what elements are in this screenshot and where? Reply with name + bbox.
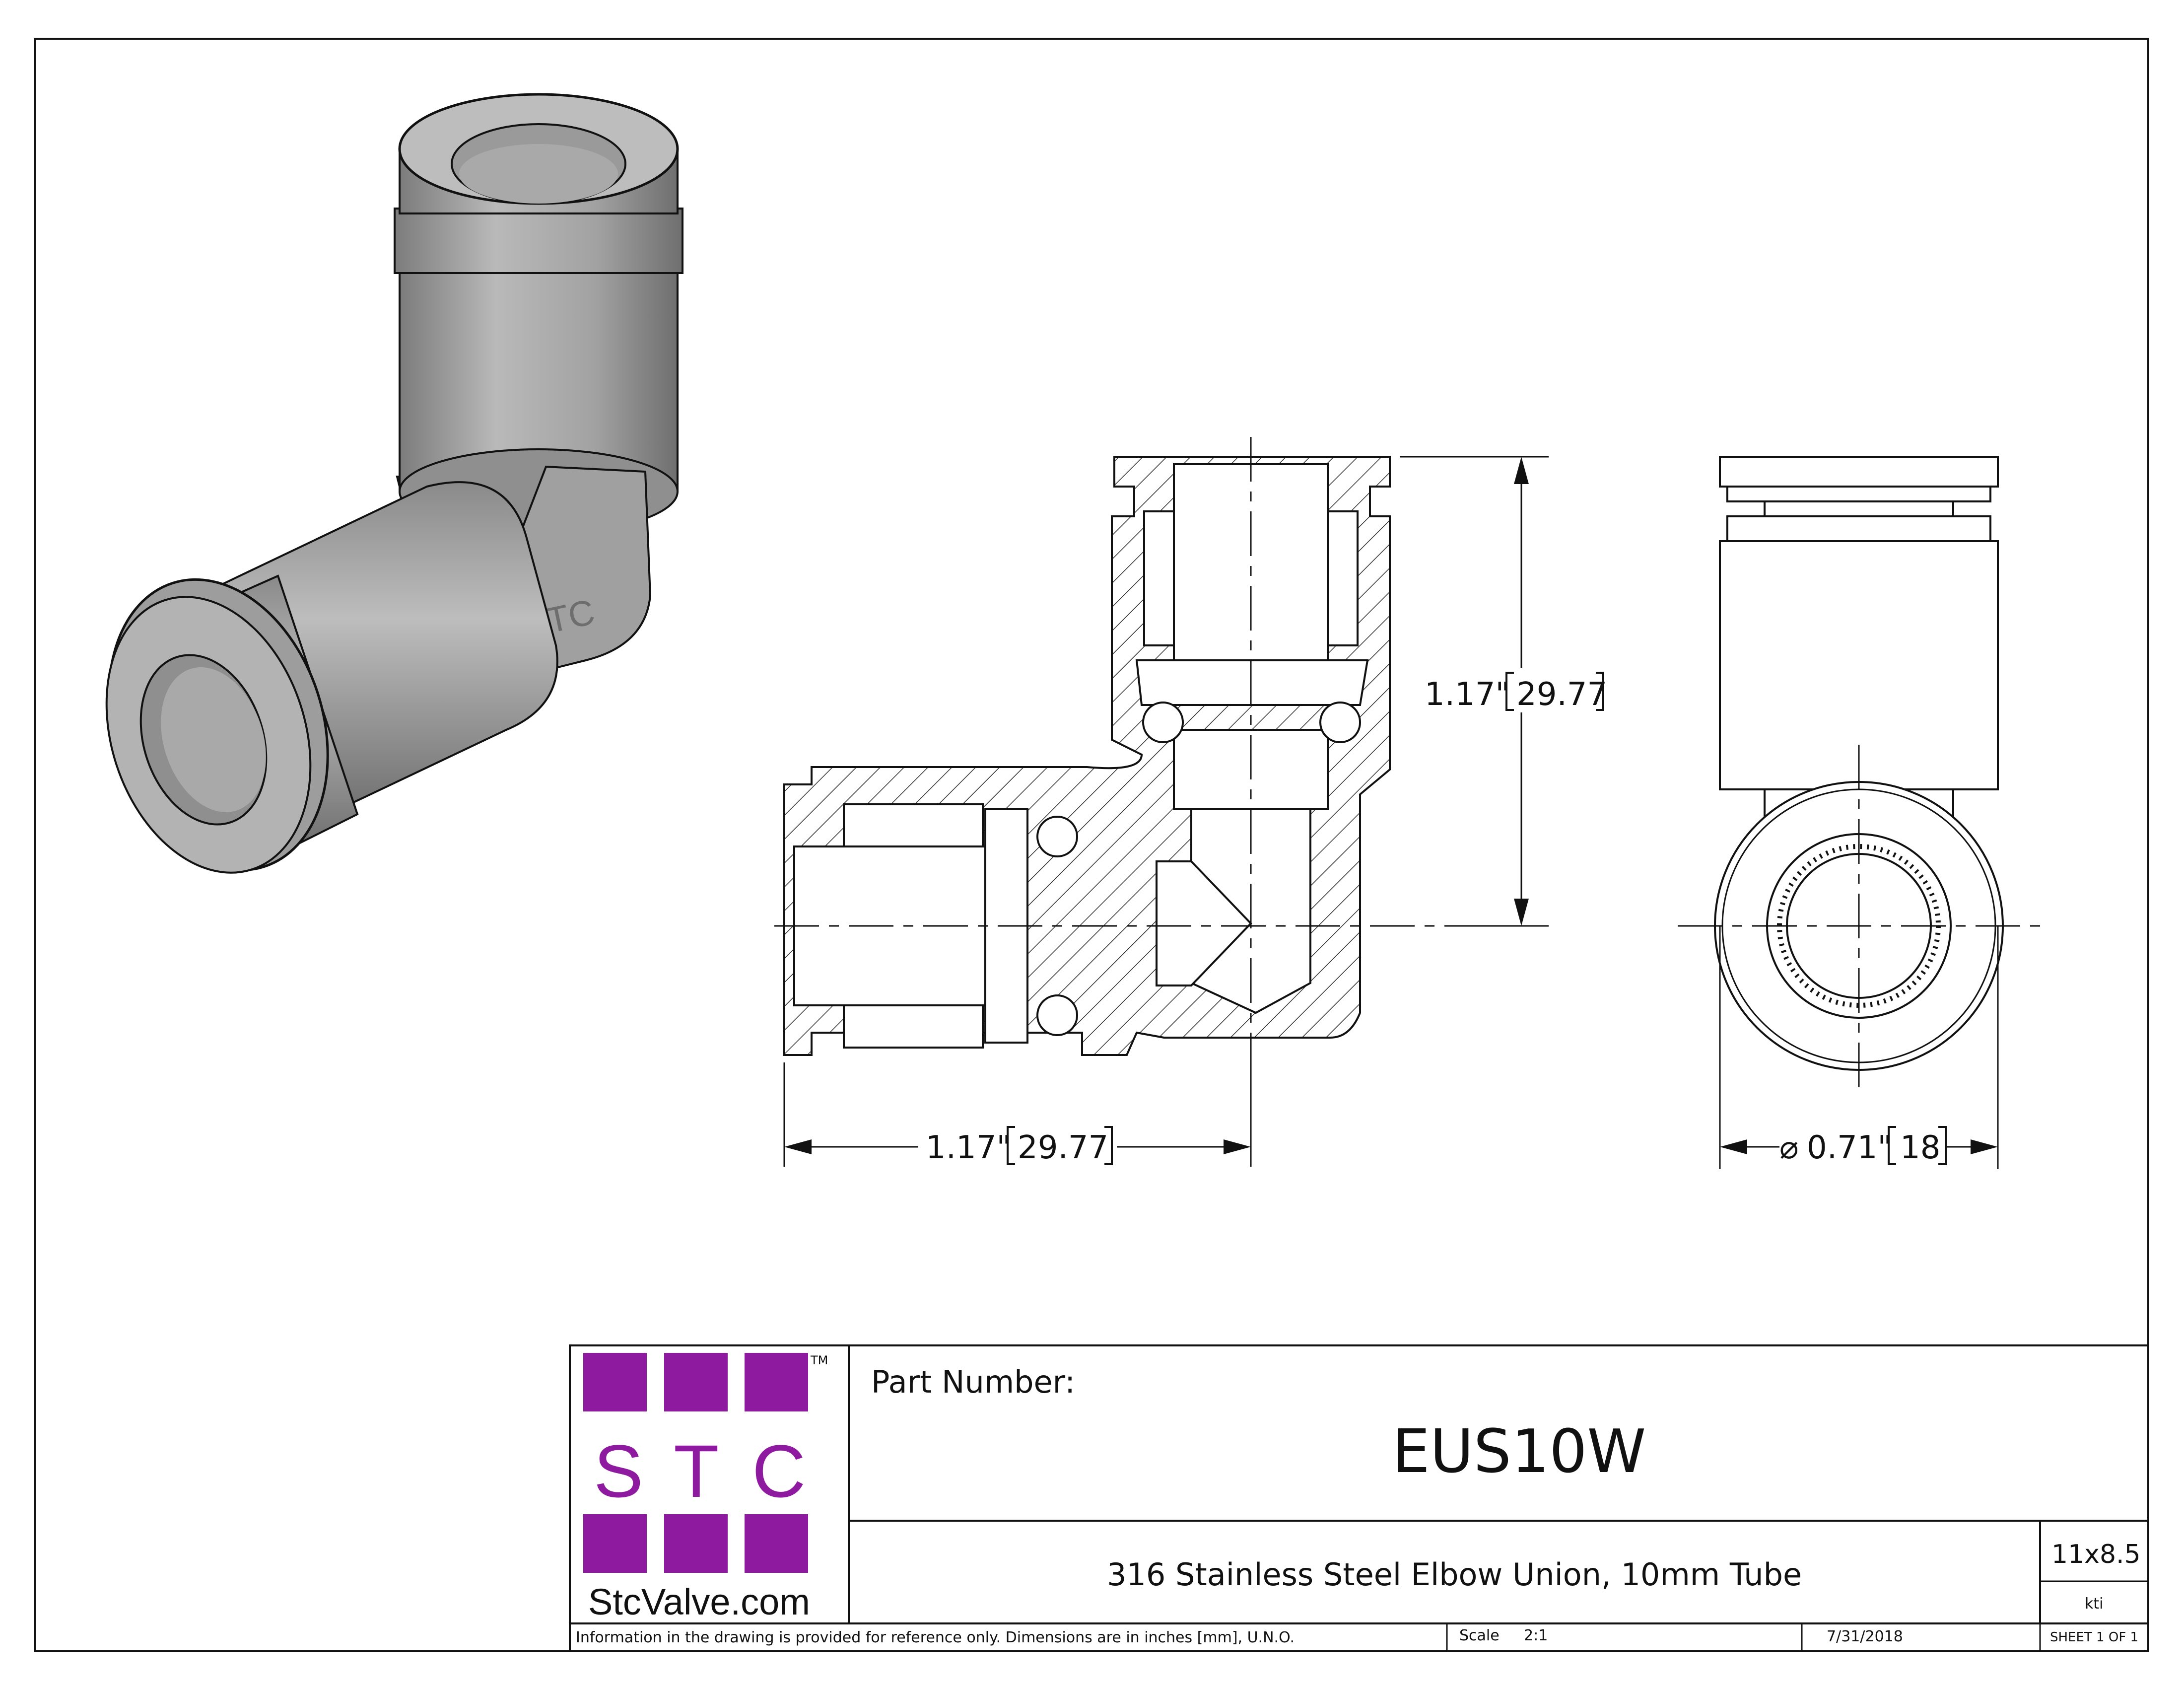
scale-label: Scale <box>1459 1627 1500 1644</box>
scale-value: 2:1 <box>1524 1627 1548 1644</box>
horizontal-dim-mm: 29.77 <box>1018 1129 1108 1166</box>
stc-logo: S T C TM StcValve.com <box>583 1353 828 1622</box>
drawing-date: 7/31/2018 <box>1827 1628 1903 1645</box>
drawn-by: kti <box>2085 1595 2103 1613</box>
sheet-size: 11x8.5 <box>2051 1540 2141 1569</box>
logo-url: StcValve.com <box>588 1581 810 1622</box>
logo-letter-c: C <box>752 1429 806 1513</box>
logo-trademark: TM <box>810 1353 828 1367</box>
logo-letter-s: S <box>594 1429 643 1513</box>
vertical-dim-inch: 1.17" <box>1425 676 1510 713</box>
part-number: EUS10W <box>1392 1417 1646 1486</box>
end-view <box>1678 456 2040 1092</box>
horizontal-dim-inch: 1.17" <box>926 1129 1011 1166</box>
diameter-dim-mm: 18 <box>1900 1129 1940 1166</box>
isometric-view: STC <box>105 93 683 874</box>
disclaimer: Information in the drawing is provided f… <box>576 1629 1295 1646</box>
vertical-dim-mm: 29.77 <box>1516 676 1607 713</box>
title-block: S T C TM StcValve.com Part Number: EUS10… <box>569 1344 2149 1652</box>
part-description: 316 Stainless Steel Elbow Union, 10mm Tu… <box>1107 1556 1802 1593</box>
diameter-dim-inch: 0.71" <box>1807 1129 1892 1166</box>
diameter-symbol: ⌀ <box>1779 1129 1799 1166</box>
horizontal-dimension: 1.17" 29.77 <box>783 1062 1252 1167</box>
vertical-dimension: 1.17" 29.77 <box>1400 456 1607 927</box>
section-view <box>774 437 1489 1152</box>
logo-letter-t: T <box>674 1429 719 1513</box>
part-number-label: Part Number: <box>871 1364 1075 1400</box>
sheet-number: SHEET 1 OF 1 <box>2050 1630 2138 1645</box>
diameter-dimension: ⌀ 0.71" 18 <box>1719 926 1999 1169</box>
